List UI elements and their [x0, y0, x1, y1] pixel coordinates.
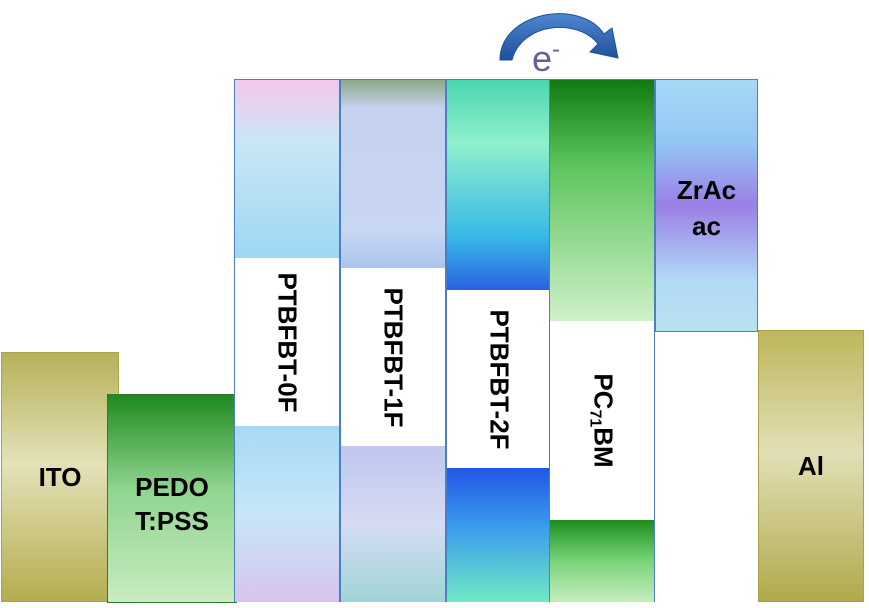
ptbfbt-1f-label-box: PTBFBT-1F — [341, 268, 445, 446]
pc71bm-label-box: PC71BM — [550, 321, 654, 520]
pedot-label-line2: T:PSS — [135, 506, 209, 536]
ptbfbt-2f-lumo-band — [447, 80, 551, 290]
electron-transfer-arrow-icon — [499, 13, 619, 61]
ptbfbt-2f-label: PTBFBT-2F — [484, 308, 515, 450]
electron-charge: - — [552, 36, 561, 63]
al-label: Al — [798, 450, 824, 481]
ptbfbt-1f-lumo-band — [341, 80, 445, 268]
electron-label: e- — [532, 36, 560, 80]
ptbfbt-1f-homo-band — [341, 446, 445, 602]
pedot-pss-layer: PEDO T:PSS — [107, 394, 237, 603]
ptbfbt-2f-homo-band — [447, 468, 551, 602]
zracac-column: ZrAc ac — [655, 79, 758, 332]
ito-layer: ITO — [1, 352, 119, 602]
pc71bm-lumo-band — [550, 80, 654, 321]
zracac-band — [656, 80, 757, 331]
ptbfbt-0f-label: PTBFBT-0F — [272, 271, 303, 413]
electron-symbol: e — [532, 38, 553, 79]
ptbfbt-2f-label-box: PTBFBT-2F — [447, 290, 551, 468]
pedot-pss-label: PEDO T:PSS — [108, 465, 236, 543]
ptbfbt-2f-column: PTBFBT-2F — [446, 79, 552, 602]
ito-label: ITO — [38, 461, 82, 492]
pc71bm-homo-band — [550, 520, 654, 602]
pc71bm-column: PC71BM — [549, 79, 655, 602]
al-layer: Al — [758, 330, 864, 602]
ptbfbt-0f-label-box: PTBFBT-0F — [235, 258, 339, 426]
ptbfbt-0f-lumo-band — [235, 80, 339, 258]
ptbfbt-1f-column: PTBFBT-1F — [340, 79, 446, 602]
pc71bm-label-tail: BM — [588, 427, 619, 468]
zracac-label-line1: ZrAc — [676, 175, 737, 205]
ptbfbt-1f-label: PTBFBT-1F — [378, 286, 409, 428]
zracac-label: ZrAc ac — [656, 168, 757, 248]
pc71bm-label-main: PC — [588, 373, 619, 410]
pc71bm-label: PC71BM — [585, 373, 618, 467]
pc71bm-label-subscript: 71 — [586, 409, 604, 428]
pedot-label-line1: PEDO — [135, 472, 209, 502]
ptbfbt-0f-homo-band — [235, 426, 339, 602]
ptbfbt-0f-column: PTBFBT-0F — [234, 79, 340, 602]
zracac-label-line2: ac — [692, 211, 721, 241]
